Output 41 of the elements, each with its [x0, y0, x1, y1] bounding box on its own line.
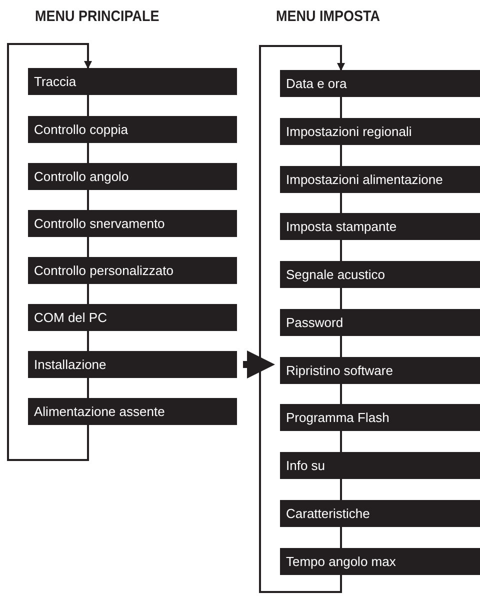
menu-item: Alimentazione assente — [28, 398, 237, 425]
arrow — [259, 45, 345, 593]
connector-line — [340, 479, 342, 500]
menu-item: Programma Flash — [280, 404, 480, 431]
menu-heading: MENU PRINCIPALE — [35, 8, 160, 25]
menu-heading: MENU IMPOSTA — [276, 8, 380, 25]
menu-item: Data e ora — [280, 70, 480, 97]
connector-line — [87, 190, 89, 210]
menu-item: Ripristino software — [280, 357, 480, 384]
menu-item: Impostazioni regionali — [280, 118, 480, 145]
menu-item: Controllo angolo — [28, 163, 237, 190]
menu-item: Impostazioni alimentazione — [280, 166, 480, 193]
menu-item: COM del PC — [28, 304, 237, 331]
menu-item: Imposta stampante — [280, 213, 480, 240]
connector-line — [340, 145, 342, 166]
menu-item: Tempo angolo max — [280, 548, 480, 575]
menu-item: Info su — [280, 452, 480, 479]
connector-line — [87, 378, 89, 398]
arrow — [243, 350, 275, 378]
menu-item: Controllo coppia — [28, 116, 237, 143]
connector-line — [340, 431, 342, 452]
connector-line — [340, 384, 342, 404]
menu-item: Controllo snervamento — [28, 210, 237, 237]
menu-item: Password — [280, 309, 480, 336]
menu-item: Traccia — [28, 68, 237, 95]
connector-line — [87, 237, 89, 257]
connector-line — [340, 288, 342, 309]
menu-item: Caratteristiche — [280, 500, 480, 527]
connector-line — [340, 336, 342, 357]
connector-line — [87, 331, 89, 351]
connector-line — [340, 527, 342, 548]
arrow — [7, 43, 92, 461]
menu-item: Segnale acustico — [280, 261, 480, 288]
connector-line — [340, 193, 342, 213]
connector-line — [87, 284, 89, 304]
menu-item: Installazione — [28, 351, 237, 378]
connector-line — [87, 95, 89, 116]
connector-line — [340, 97, 342, 118]
connector-line — [87, 143, 89, 163]
connector-line — [340, 240, 342, 261]
menu-item: Controllo personalizzato — [28, 257, 237, 284]
